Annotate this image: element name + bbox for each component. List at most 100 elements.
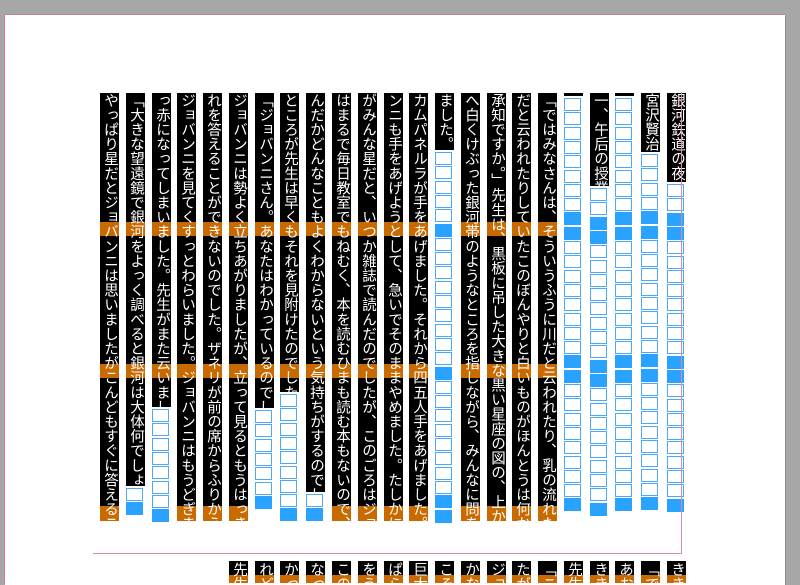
overset-band bbox=[358, 222, 377, 236]
grid-cell bbox=[615, 326, 632, 340]
next-frame-column[interactable]: きき bbox=[667, 561, 686, 583]
grid-cell bbox=[255, 495, 272, 509]
next-frame-column[interactable]: れど bbox=[255, 561, 274, 583]
column-text: 「こ bbox=[540, 562, 556, 583]
column-text: だと云われたりしていたこのぼんやりと白いものがほんとうは何かご bbox=[514, 93, 530, 521]
overset-band bbox=[358, 364, 377, 378]
grid-cell bbox=[435, 480, 452, 494]
text-highlight bbox=[126, 93, 145, 486]
grid-cell bbox=[564, 384, 581, 397]
next-frame-column[interactable]: 先生 bbox=[564, 561, 583, 583]
column-text: 先生 bbox=[566, 562, 582, 583]
grid-cell bbox=[615, 226, 632, 240]
grid-cell bbox=[641, 154, 658, 167]
grid-cell bbox=[435, 280, 452, 294]
column-text: 宮沢賢治 bbox=[643, 93, 659, 152]
grid-cell bbox=[667, 412, 684, 426]
overset-band bbox=[435, 575, 454, 583]
overset-band bbox=[177, 222, 196, 236]
next-frame-column[interactable]: 巨大 bbox=[409, 561, 428, 583]
grid-cell bbox=[590, 245, 607, 259]
grid-cell bbox=[667, 341, 684, 355]
column-text: きき bbox=[669, 562, 685, 583]
next-frame-column[interactable]: たが bbox=[512, 561, 531, 583]
grid-cell bbox=[641, 397, 658, 411]
grid-cell bbox=[667, 398, 684, 412]
text-highlight bbox=[564, 93, 583, 96]
grid-cell bbox=[615, 498, 632, 512]
overset-band bbox=[461, 575, 480, 583]
grid-cell bbox=[641, 196, 658, 210]
grid-cell bbox=[667, 184, 684, 197]
grid-cell bbox=[590, 445, 607, 459]
grid-cell bbox=[564, 269, 581, 283]
grid-cell bbox=[641, 282, 658, 296]
next-frame-column[interactable]: ぱら bbox=[384, 561, 403, 583]
grid-cell bbox=[667, 241, 684, 255]
grid-cell bbox=[306, 494, 323, 507]
overset-band bbox=[306, 364, 325, 378]
next-frame-column[interactable]: 「で bbox=[641, 561, 660, 583]
grid-cell bbox=[564, 341, 581, 355]
grid-cell bbox=[667, 369, 684, 383]
column-text: かな bbox=[463, 562, 479, 583]
grid-cell bbox=[280, 422, 297, 436]
grid-cell bbox=[590, 273, 607, 287]
overset-band bbox=[512, 506, 531, 521]
text-highlight bbox=[332, 93, 351, 521]
next-frame-column[interactable]: きき bbox=[590, 561, 609, 583]
column-text: れど bbox=[257, 562, 273, 583]
grid-cell bbox=[435, 295, 452, 308]
overset-band bbox=[538, 222, 557, 236]
overset-band bbox=[512, 575, 531, 583]
grid-cell bbox=[615, 441, 632, 455]
grid-cell bbox=[615, 140, 632, 154]
grid-cell bbox=[641, 339, 658, 353]
column-text: あお bbox=[617, 562, 633, 583]
next-frame-column[interactable]: かっ bbox=[280, 561, 299, 583]
column-text: ところが先生は早くもそれを見附けたのでした。 bbox=[282, 93, 298, 392]
grid-cell bbox=[615, 269, 632, 283]
column-text bbox=[615, 93, 634, 96]
grid-cell bbox=[641, 440, 658, 453]
grid-cell bbox=[564, 183, 581, 197]
grid-cell bbox=[641, 411, 658, 425]
grid-cell bbox=[615, 384, 632, 397]
next-frame-column[interactable]: ジョ bbox=[487, 561, 506, 583]
next-frame-column[interactable]: かな bbox=[461, 561, 480, 583]
next-frame-column[interactable]: なっ bbox=[306, 561, 325, 583]
column-text: がみんな星だと、いつか雑誌で読んだのでしたが、このごろはジョバンニ bbox=[360, 93, 376, 521]
overset-band bbox=[641, 575, 660, 583]
next-frame-column[interactable]: 「こ bbox=[538, 561, 557, 583]
overset-band bbox=[203, 506, 222, 521]
overset-band bbox=[384, 575, 403, 583]
column-text: やっぱり星だとジョバンニは思いましたがこんどもすぐに答えることが bbox=[102, 93, 118, 521]
next-frame-column[interactable]: この bbox=[332, 561, 351, 583]
next-frame-column[interactable]: 先生 bbox=[229, 561, 248, 583]
column-text: んだかどんなこともよくわからないという気持ちがするのでした。 bbox=[308, 93, 324, 492]
text-highlight bbox=[152, 93, 171, 407]
grid-cell bbox=[152, 423, 169, 437]
grid-cell bbox=[641, 254, 658, 268]
next-frame-column[interactable]: をう bbox=[358, 561, 377, 583]
grid-cell bbox=[590, 402, 607, 416]
grid-cell bbox=[615, 484, 632, 498]
next-frame-column[interactable]: こそ bbox=[435, 561, 454, 583]
overset-band bbox=[409, 364, 428, 378]
grid-cell bbox=[615, 169, 632, 183]
grid-cell bbox=[435, 194, 452, 208]
next-frame-column[interactable]: あお bbox=[615, 561, 634, 583]
grid-cell bbox=[152, 409, 169, 422]
grid-cell bbox=[564, 98, 581, 111]
text-highlight bbox=[409, 93, 428, 521]
grid-cell bbox=[435, 180, 452, 194]
grid-cell bbox=[435, 337, 452, 351]
grid-cell bbox=[435, 423, 452, 437]
grid-cell bbox=[564, 112, 581, 126]
column-text: きき bbox=[592, 562, 608, 583]
grid-cell bbox=[590, 331, 607, 344]
overset-band bbox=[100, 506, 119, 521]
grid-cell bbox=[615, 369, 632, 383]
grid-cell bbox=[255, 481, 272, 495]
overset-band bbox=[126, 364, 145, 378]
